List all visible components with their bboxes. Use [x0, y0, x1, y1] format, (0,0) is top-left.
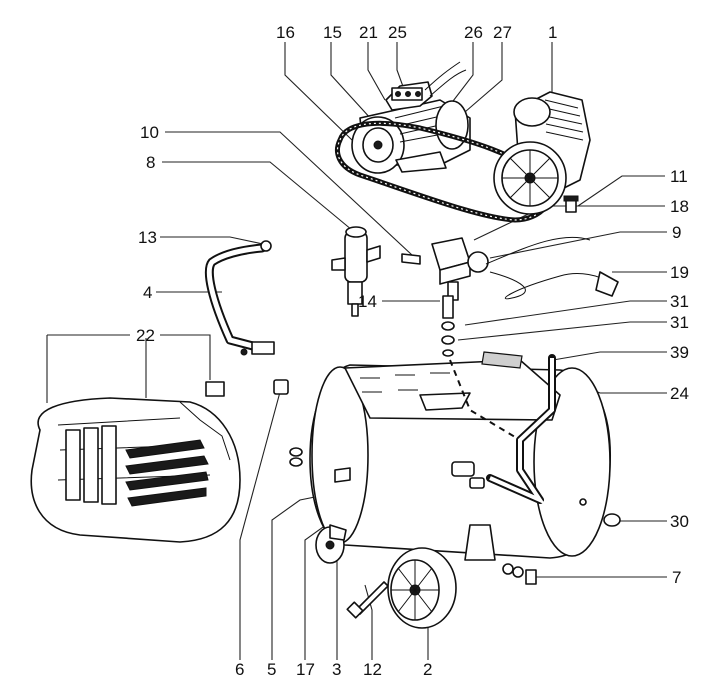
drain-valve	[502, 563, 537, 585]
delivery-pipe	[486, 354, 556, 505]
callout-22: 22	[136, 326, 155, 345]
label-plate	[481, 351, 523, 369]
air-tank	[309, 359, 612, 561]
compressor-pump	[493, 91, 591, 215]
callout-21: 21	[359, 23, 378, 42]
fitting-11	[563, 195, 579, 213]
callout-26: 26	[464, 23, 483, 42]
callout-8: 8	[146, 153, 155, 172]
callout-10: 10	[140, 123, 159, 142]
callout-3: 3	[332, 660, 341, 679]
callout-16: 16	[276, 23, 295, 42]
callout-15: 15	[323, 23, 342, 42]
callout-6: 6	[235, 660, 244, 679]
fitting-17	[469, 477, 485, 489]
wheel	[387, 547, 457, 629]
callout-14: 14	[358, 292, 377, 311]
callout-12: 12	[363, 660, 382, 679]
callout-17: 17	[296, 660, 315, 679]
belt-guard	[30, 381, 241, 543]
callout-5: 5	[267, 660, 276, 679]
guard-grille	[125, 439, 209, 507]
callout-9: 9	[672, 223, 681, 242]
small-nuts	[289, 447, 303, 467]
callout-25: 25	[388, 23, 407, 42]
callout-31-upper: 31	[670, 292, 689, 311]
callout-1: 1	[548, 23, 557, 42]
callout-labels: 16 15 21 25 26 27 1 10 8 11 18 13 9 19 4…	[136, 23, 689, 679]
callout-30: 30	[670, 512, 689, 531]
callout-19: 19	[670, 263, 689, 282]
callout-24: 24	[670, 384, 689, 403]
callout-2: 2	[423, 660, 432, 679]
fittings-14-31	[441, 295, 455, 357]
axle-bolt	[346, 581, 389, 619]
valve-5	[451, 461, 475, 477]
pressure-regulator	[331, 226, 381, 317]
electric-motor	[351, 61, 471, 174]
callout-13: 13	[138, 228, 157, 247]
callout-4: 4	[143, 283, 152, 302]
callout-11: 11	[670, 167, 688, 186]
handle	[204, 240, 275, 356]
plug-30	[603, 513, 621, 527]
fitting-6	[273, 379, 289, 395]
callout-7: 7	[672, 568, 681, 587]
callout-39: 39	[670, 343, 689, 362]
callout-31-lower: 31	[670, 313, 689, 332]
pressure-switch	[401, 236, 619, 301]
callout-27: 27	[493, 23, 512, 42]
callout-18: 18	[670, 197, 689, 216]
castor-wheel	[315, 524, 347, 564]
